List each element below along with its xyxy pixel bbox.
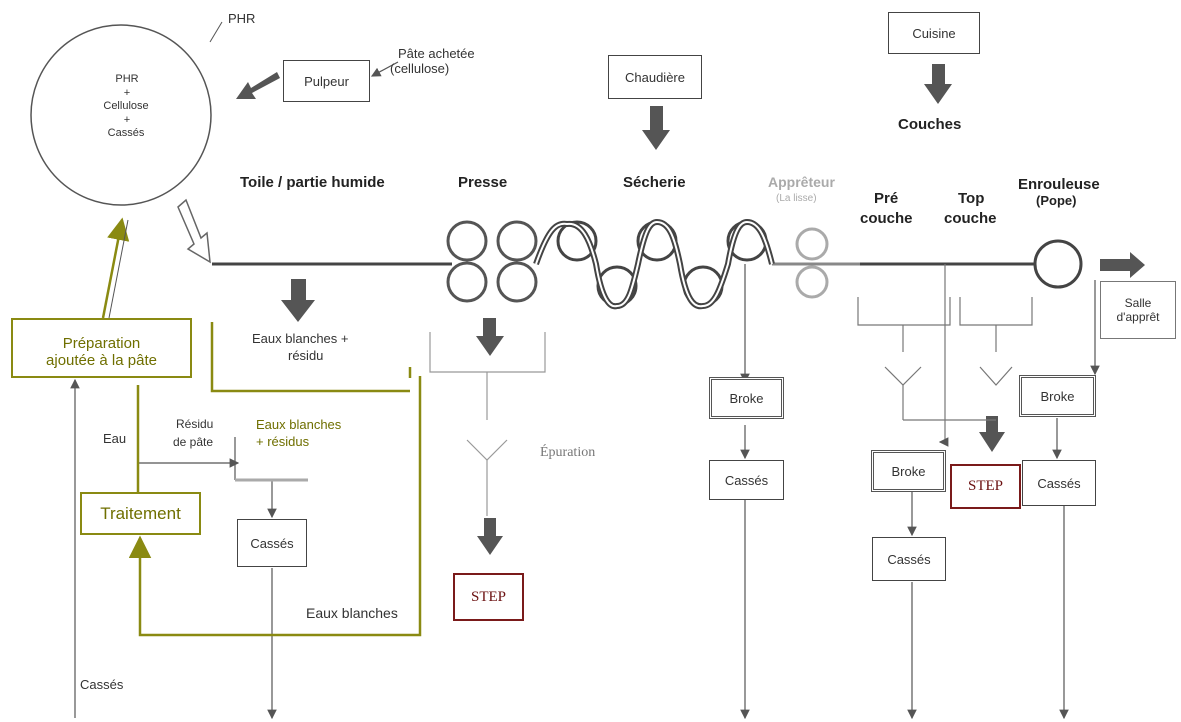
- olive-white-water-collector: [210, 322, 410, 393]
- prep-outline-line: [108, 219, 129, 319]
- pate-achetee-label-2: (cellulose): [390, 61, 450, 76]
- thick-arrow-step-left: [477, 518, 503, 555]
- thick-arrow-presse-down: [476, 318, 504, 356]
- traitement-box: Traitement: [80, 492, 201, 535]
- step-box-epuration: STEP: [453, 573, 524, 621]
- residu-label-2: de pâte: [173, 435, 214, 449]
- salle-label-2: d'apprêt: [1116, 310, 1160, 324]
- thick-arrow-salle: [1100, 252, 1145, 278]
- cuisine-box: Cuisine: [888, 12, 980, 54]
- pope-reel: [1033, 239, 1083, 289]
- eaux-blanches-residus-label-1: Eaux blanches: [256, 417, 342, 432]
- olive-prep-to-circle: [101, 217, 130, 319]
- top-couche-label-2: couche: [944, 210, 997, 227]
- broke-box-pope: Broke: [1019, 375, 1096, 417]
- preparation-label-2: ajoutée à la pâte: [46, 352, 157, 369]
- eaux-blanches-residu-label-2: résidu: [288, 348, 324, 363]
- circle-line-4: +: [123, 114, 131, 126]
- preparation-box: Préparation ajoutée à la pâte: [11, 318, 192, 378]
- broke-box-appreteur: Broke: [709, 377, 784, 419]
- phr-mixing-circle: [30, 24, 212, 206]
- casses-return-label: Cassés: [80, 677, 124, 692]
- thick-arrow-cuisine: [924, 64, 952, 104]
- olive-return-loop: [128, 376, 422, 637]
- thick-arrow-step-right: [979, 416, 1005, 452]
- residu-label-1: Résidu: [176, 417, 214, 431]
- circle-line-2: +: [123, 87, 131, 99]
- thick-arrow-pulpeur: [236, 72, 280, 99]
- presse-label: Presse: [458, 174, 508, 191]
- pate-achetee-label-1: Pâte achetée: [398, 46, 475, 61]
- circle-line-1: PHR: [115, 73, 139, 85]
- broke-box-coating: Broke: [871, 450, 946, 492]
- top-couche-label-1: Top: [958, 190, 985, 207]
- chaudiere-box: Chaudière: [608, 55, 702, 99]
- salle-appret-box: Salle d'apprêt: [1100, 281, 1176, 339]
- enrouleuse-sub-label: (Pope): [1036, 193, 1077, 208]
- casses-box-coating: Cassés: [872, 537, 946, 581]
- circle-line-5: Cassés: [107, 127, 145, 139]
- appreteur-label: Apprêteur: [768, 174, 835, 190]
- eaux-blanches-residus-label-2: + résidus: [256, 434, 310, 449]
- hollow-arrow-to-toile: [177, 198, 211, 264]
- coater-trays: [857, 264, 1033, 442]
- preparation-label-1: Préparation: [62, 335, 141, 352]
- dryer-section: [533, 218, 775, 310]
- phr-tag-pointer: [209, 21, 223, 43]
- couches-label: Couches: [898, 116, 962, 133]
- secherie-label: Sécherie: [623, 174, 686, 191]
- toile-label: Toile / partie humide: [240, 174, 385, 191]
- casses-box-appreteur: Cassés: [709, 460, 784, 500]
- calender-rolls: [795, 227, 829, 299]
- pulpeur-box: Pulpeur: [283, 60, 370, 102]
- casses-box-pope: Cassés: [1022, 460, 1096, 506]
- eau-label: Eau: [103, 431, 127, 446]
- circle-line-3: Cellulose: [103, 100, 149, 112]
- thick-arrow-eaux-blanches: [281, 279, 315, 322]
- casses-box-wet-end: Cassés: [237, 519, 307, 567]
- enrouleuse-label: Enrouleuse: [1018, 176, 1100, 193]
- presse-tray: [429, 332, 546, 516]
- press-rolls: [446, 220, 538, 303]
- epuration-label: Épuration: [540, 445, 596, 460]
- pre-couche-label-1: Pré: [874, 190, 899, 207]
- pate-achetee-arrow: [370, 61, 399, 77]
- eaux-blanches-residu-label-1: Eaux blanches +: [252, 331, 349, 346]
- pre-couche-label-2: couche: [860, 210, 913, 227]
- appreteur-sub-label: (La lisse): [776, 193, 817, 204]
- step-box-coating: STEP: [950, 464, 1021, 509]
- phr-tag-label: PHR: [228, 11, 256, 26]
- salle-label-1: Salle: [1124, 296, 1152, 310]
- eaux-blanches-label: Eaux blanches: [306, 605, 398, 621]
- thick-arrow-chaudiere: [642, 106, 670, 150]
